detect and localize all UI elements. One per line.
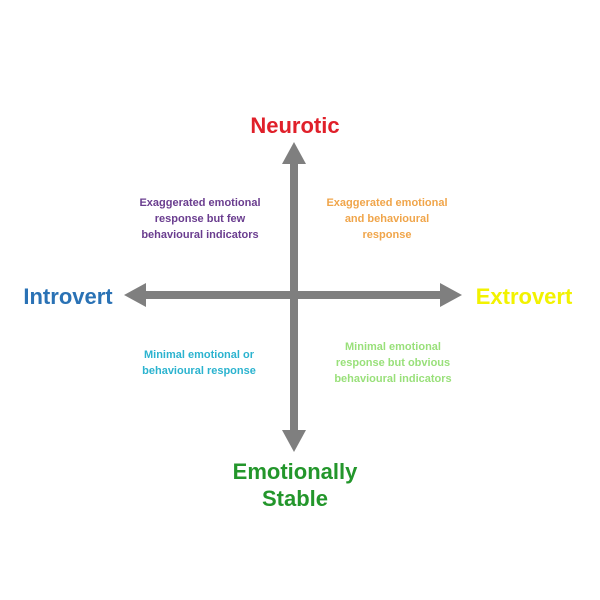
- axis-label-emotionally-stable-line-1: Emotionally: [232, 459, 358, 484]
- quadrant-bottom-left: Minimal emotional or behavioural respons…: [119, 347, 279, 379]
- quadrant-top-right: Exaggerated emotional and behavioural re…: [307, 195, 467, 243]
- axis-label-introvert-text: Introvert: [23, 284, 113, 309]
- quadrant-top-right-line-1: Exaggerated emotional: [326, 197, 448, 209]
- quadrant-bottom-right-line-2: response but obvious: [335, 357, 451, 369]
- quadrant-top-right-line-2: and behavioural: [344, 213, 430, 225]
- arrow-down-head: [282, 430, 306, 452]
- quadrant-bottom-right: Minimal emotional response but obvious b…: [307, 339, 479, 387]
- quadrant-bottom-right-line-1: Minimal emotional: [345, 341, 441, 353]
- axis-label-extrovert-text: Extrovert: [475, 284, 573, 309]
- quadrant-bottom-right-line-3: behavioural indicators: [334, 373, 452, 385]
- axis-label-neurotic: Neurotic: [195, 112, 395, 139]
- quadrant-top-left-line-3: behavioural indicators: [141, 229, 259, 241]
- quadrant-top-left: Exaggerated emotional response but few b…: [120, 195, 280, 243]
- quadrant-top-left-line-1: Exaggerated emotional: [139, 197, 261, 209]
- axis-label-neurotic-text: Neurotic: [250, 113, 340, 138]
- quadrant-top-right-line-3: response: [362, 229, 412, 241]
- axis-label-emotionally-stable-line-2: Stable: [261, 486, 329, 511]
- arrow-up-head: [282, 142, 306, 164]
- axis-label-introvert: Introvert: [12, 283, 124, 310]
- axis-label-emotionally-stable: Emotionally Stable: [195, 458, 395, 512]
- axis-label-extrovert: Extrovert: [466, 283, 582, 310]
- arrow-left-head: [124, 283, 146, 307]
- arrow-right-head: [440, 283, 462, 307]
- quadrant-top-left-line-2: response but few: [154, 213, 246, 225]
- quadrant-bottom-left-line-1: Minimal emotional or: [143, 349, 254, 361]
- quadrant-bottom-left-line-2: behavioural response: [142, 365, 256, 377]
